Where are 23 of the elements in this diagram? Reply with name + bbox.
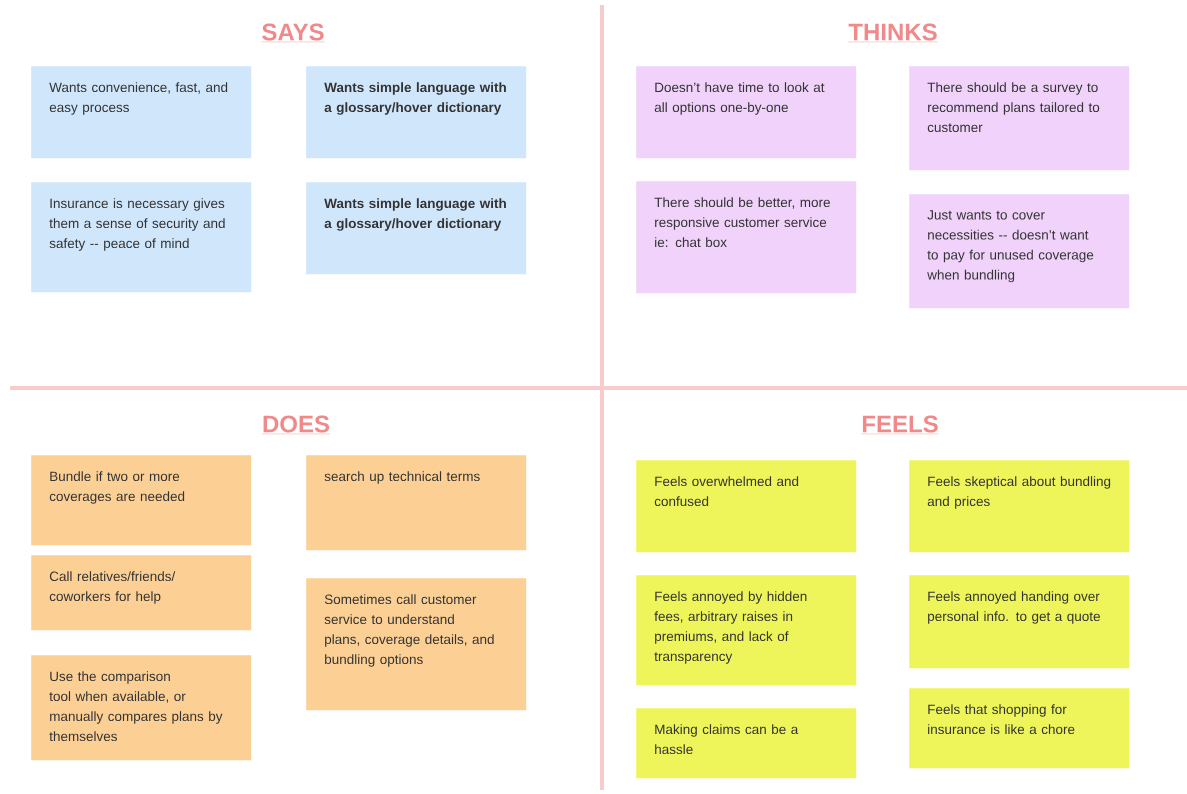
sticky-note: Insurance is necessary gives them a sense of security and safety -- peace of mind xyxy=(31,182,252,293)
sticky-note: Sometimes call customer service to understand plans, coverage details, and bundling options xyxy=(306,578,527,711)
sticky-note: Feels annoyed handing over personal info. to get a quote xyxy=(909,575,1130,669)
sticky-note: Making claims can be a hassle xyxy=(636,708,857,779)
sticky-note: search up technical terms xyxy=(306,455,527,551)
sticky-note: Wants simple language with a glossary/hover dictionary xyxy=(306,66,527,159)
sticky-note: Just wants to cover necessities -- doesn’t want to pay for unused coverage when bundling xyxy=(909,194,1130,309)
sticky-note: Call relatives/friends/ coworkers for help xyxy=(31,555,252,631)
sticky-note: Feels skeptical about bundling and prices xyxy=(909,460,1130,553)
quadrant-heading: SAYS xyxy=(261,23,325,43)
quadrant-heading: DOES xyxy=(261,415,331,435)
sticky-note: Feels that shopping for insurance is like a chore xyxy=(909,688,1130,769)
sticky-note: Feels overwhelmed and confused xyxy=(636,460,857,553)
sticky-note: There should be a survey to recommend plans tailored to customer xyxy=(909,66,1130,171)
sticky-note: Doesn’t have time to look at all options one-by-one xyxy=(636,66,857,159)
sticky-note: There should be better, more responsive customer service ie: chat box xyxy=(636,181,857,294)
quadrant-heading: FEELS xyxy=(861,415,939,435)
sticky-note: Wants convenience, fast, and easy process xyxy=(31,66,252,159)
sticky-note: Bundle if two or more coverages are needed xyxy=(31,455,252,546)
sticky-note: Wants simple language with a glossary/hover dictionary xyxy=(306,182,527,275)
sticky-note: Use the comparison tool when available, or manually compares plans by themselves xyxy=(31,655,252,761)
sticky-note: Feels annoyed by hidden fees, arbitrary raises in premiums, and lack of transparency xyxy=(636,575,857,686)
quadrant-heading: THINKS xyxy=(848,23,938,43)
